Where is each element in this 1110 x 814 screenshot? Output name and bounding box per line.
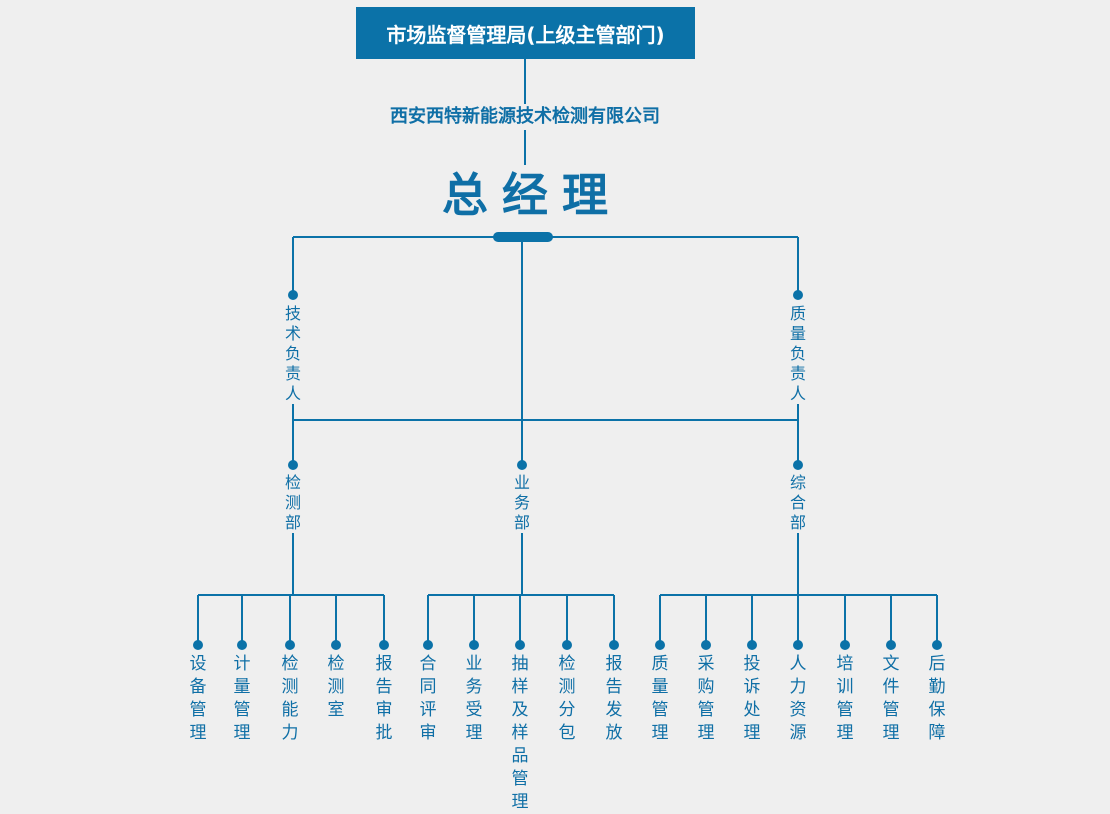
unit-label: 检测能力 — [279, 653, 301, 745]
unit-dot — [932, 640, 942, 650]
unit-label: 设备管理 — [187, 653, 209, 745]
department-3: 综合部 — [788, 473, 808, 533]
department-dot — [517, 460, 527, 470]
unit-dot — [423, 640, 433, 650]
deputy-dot — [793, 290, 803, 300]
unit-label: 业务受理 — [463, 653, 485, 745]
unit-dot — [793, 640, 803, 650]
unit-dot — [840, 640, 850, 650]
department-dot — [288, 460, 298, 470]
unit-label: 检测室 — [325, 653, 347, 722]
unit-label: 报告发放 — [603, 653, 625, 745]
unit-label: 合同评审 — [417, 653, 439, 745]
authority-box: 市场监督管理局(上级主管部门) — [356, 7, 695, 59]
general-manager-title: 总经理 — [400, 165, 650, 225]
department-dot — [793, 460, 803, 470]
department-1: 检测部 — [283, 473, 303, 533]
unit-dot — [237, 640, 247, 650]
unit-label: 报告审批 — [373, 653, 395, 745]
unit-dot — [193, 640, 203, 650]
deputy-technical: 技术负责人 — [283, 304, 303, 404]
unit-label: 检测分包 — [556, 653, 578, 745]
unit-label: 人力资源 — [787, 653, 809, 745]
unit-dot — [747, 640, 757, 650]
unit-dot — [609, 640, 619, 650]
unit-dot — [886, 640, 896, 650]
deputy-dot — [288, 290, 298, 300]
unit-dot — [469, 640, 479, 650]
unit-label: 质量管理 — [649, 653, 671, 745]
unit-label: 计量管理 — [231, 653, 253, 745]
unit-dot — [379, 640, 389, 650]
unit-dot — [285, 640, 295, 650]
unit-label: 文件管理 — [880, 653, 902, 745]
unit-dot — [701, 640, 711, 650]
unit-label: 培训管理 — [834, 653, 856, 745]
unit-label: 后勤保障 — [926, 653, 948, 745]
unit-dot — [331, 640, 341, 650]
company-name: 西安西特新能源技术检测有限公司 — [300, 104, 750, 130]
unit-label: 投诉处理 — [741, 653, 763, 745]
unit-dot — [655, 640, 665, 650]
department-2: 业务部 — [512, 473, 532, 533]
deputy-quality: 质量负责人 — [788, 304, 808, 404]
unit-dot — [562, 640, 572, 650]
unit-label: 抽样及样品管理 — [509, 653, 531, 814]
unit-label: 采购管理 — [695, 653, 717, 745]
unit-dot — [515, 640, 525, 650]
gm-connector-pill — [493, 232, 553, 242]
